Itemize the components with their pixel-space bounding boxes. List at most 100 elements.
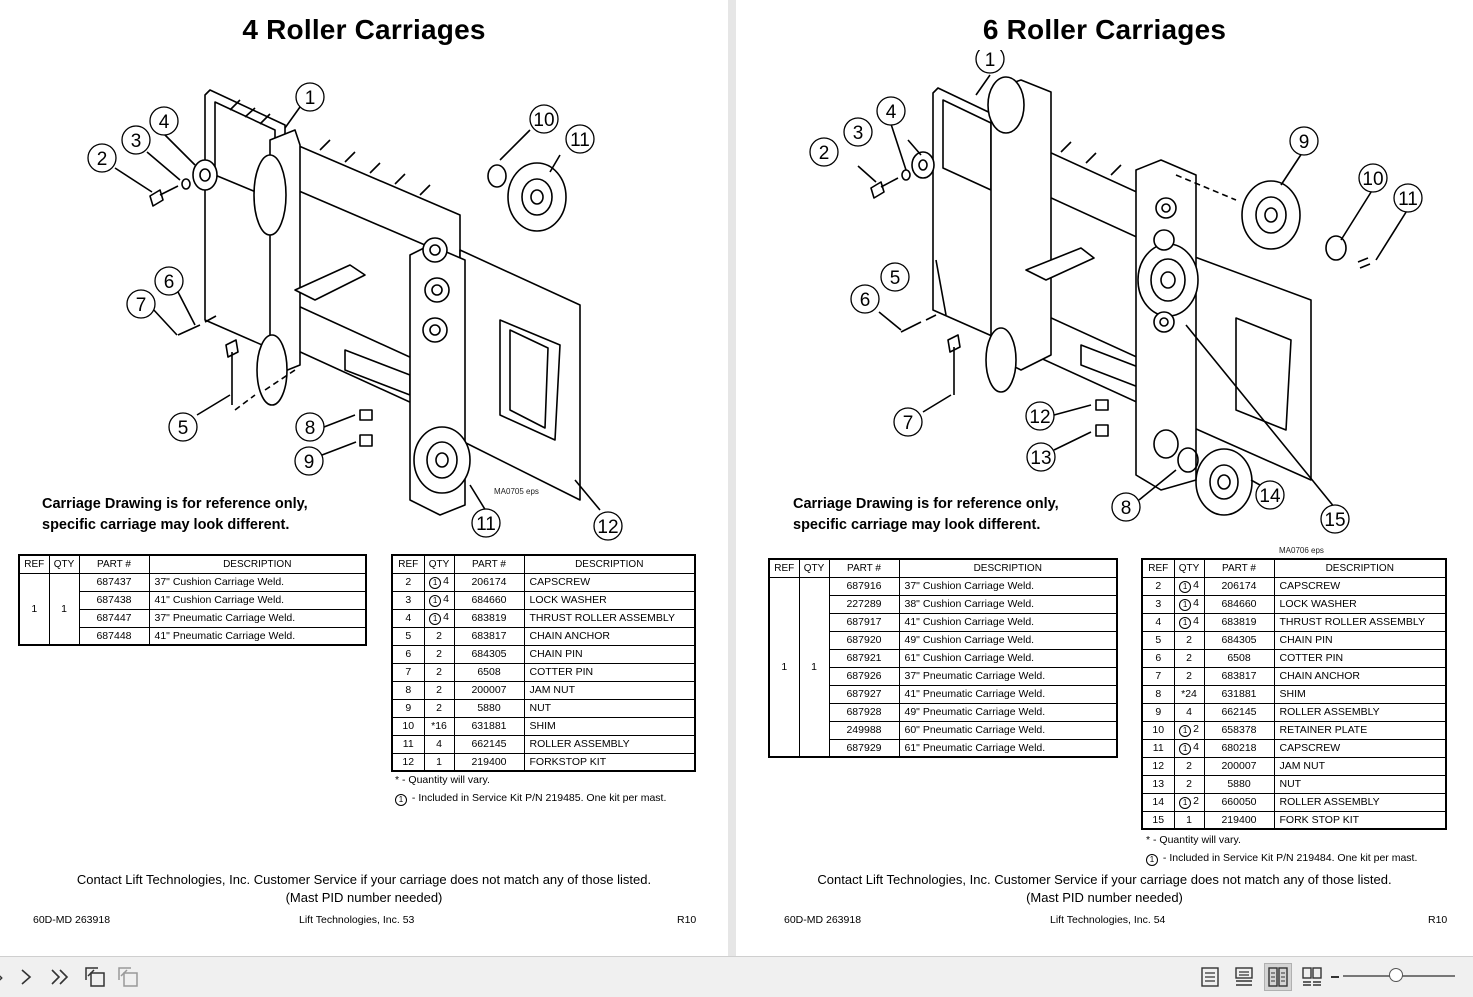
description: 49" Pneumatic Carriage Weld.	[898, 702, 1118, 722]
service-kit-mark-icon: 1	[429, 577, 442, 589]
callout-label: 12	[1029, 407, 1050, 428]
service-kit-mark-icon: 1	[1179, 797, 1192, 809]
quantity: 2	[423, 698, 455, 718]
description: 60" Pneumatic Carriage Weld.	[898, 720, 1118, 740]
callout-label: 15	[1324, 510, 1345, 531]
part-number: 687927	[828, 684, 900, 704]
contact-line: Contact Lift Technologies, Inc. Customer…	[76, 872, 652, 887]
quantity-value: 2	[1186, 634, 1192, 646]
callout-label: 1	[985, 50, 996, 71]
quantity-value: 2	[1186, 670, 1192, 682]
service-kit-mark-icon: 1	[1179, 743, 1192, 755]
quantity-value: 2	[436, 684, 442, 696]
ref-number: 14	[1141, 792, 1175, 812]
col-part: PART #	[78, 554, 150, 574]
zoom-minus-icon[interactable]	[1331, 976, 1339, 978]
footer-doc-id: 60D-MD 263918	[33, 914, 111, 926]
quantity-value: 4	[1193, 597, 1199, 609]
drawing-id-label: MA0706 eps	[1279, 546, 1324, 555]
quantity-value: 2	[436, 666, 442, 678]
reference-note-line: specific carriage may look different.	[42, 517, 290, 533]
weld-ref: 1	[18, 572, 50, 646]
quantity: *24	[1173, 684, 1205, 704]
callout-label: 5	[178, 418, 189, 439]
callout-label: 8	[305, 418, 316, 439]
ref-number: 2	[391, 572, 425, 592]
two-page-icon[interactable]	[1264, 963, 1292, 991]
ref-number: 8	[1141, 684, 1175, 704]
quantity: 2	[423, 626, 455, 646]
single-page-icon[interactable]	[1196, 963, 1224, 991]
table-row: 687447 37" Pneumatic Carriage Weld.	[19, 608, 367, 628]
prev-page-icon[interactable]: ›	[0, 963, 14, 991]
callout-label: 6	[164, 272, 175, 293]
ref-number: 4	[391, 608, 425, 628]
quantity-value: 2	[1186, 778, 1192, 790]
quantity: *16	[423, 716, 455, 736]
service-kit-mark-icon: 1	[1179, 725, 1192, 737]
two-page-continuous-icon[interactable]	[1298, 963, 1326, 991]
callout-label: 6	[860, 290, 871, 311]
quantity: 1	[1173, 810, 1205, 830]
part-number: 5880	[453, 698, 525, 718]
col-part: PART #	[1203, 558, 1275, 578]
rotate-view-icon[interactable]	[81, 963, 109, 991]
description: CAPSCREW	[1273, 576, 1447, 596]
ref-number: 8	[391, 680, 425, 700]
col-ref: REF	[1141, 558, 1175, 578]
quantity-value: 4	[443, 593, 449, 605]
callout-label: 4	[886, 102, 897, 123]
rotate-view-alt-icon[interactable]	[114, 963, 142, 991]
part-number: 684305	[453, 644, 525, 664]
part-number: 227289	[828, 594, 900, 614]
description: LOCK WASHER	[523, 590, 696, 610]
col-ref: REF	[768, 558, 800, 578]
callout-label: 1	[305, 88, 316, 109]
description: 61" Cushion Carriage Weld.	[898, 648, 1118, 668]
col-description: DESCRIPTION	[1273, 558, 1447, 578]
ref-number: 7	[1141, 666, 1175, 686]
description: SHIM	[1273, 684, 1447, 704]
quantity-value: 4	[1186, 706, 1192, 718]
zoom-slider-thumb[interactable]	[1389, 968, 1403, 982]
part-number: 683817	[453, 626, 525, 646]
description: SHIM	[523, 716, 696, 736]
carriage-weld-table: REF QTY PART # DESCRIPTION 1 1 687437 37…	[18, 554, 367, 646]
footnote-kit: 1 - Included in Service Kit P/N 219484. …	[1146, 849, 1417, 867]
ref-number: 10	[391, 716, 425, 736]
quantity-value: 2	[1186, 652, 1192, 664]
part-number: 219400	[453, 752, 525, 772]
next-page-icon[interactable]	[12, 963, 40, 991]
col-qty: QTY	[798, 558, 830, 578]
callout-label: 3	[853, 123, 864, 144]
service-kit-mark-icon: 1	[1146, 854, 1158, 866]
service-kit-mark-icon: 1	[429, 595, 442, 607]
ref-number: 10	[1141, 720, 1175, 740]
description: CAPSCREW	[1273, 738, 1447, 758]
last-page-icon[interactable]	[46, 963, 74, 991]
continuous-page-icon[interactable]	[1230, 963, 1258, 991]
col-ref: REF	[391, 554, 425, 574]
quantity: 4	[423, 734, 455, 754]
quantity: 2	[423, 680, 455, 700]
col-ref: REF	[18, 554, 50, 574]
footnote-kit-text: - Included in Service Kit P/N 219484. On…	[1160, 852, 1418, 864]
part-number: 687916	[828, 576, 900, 596]
